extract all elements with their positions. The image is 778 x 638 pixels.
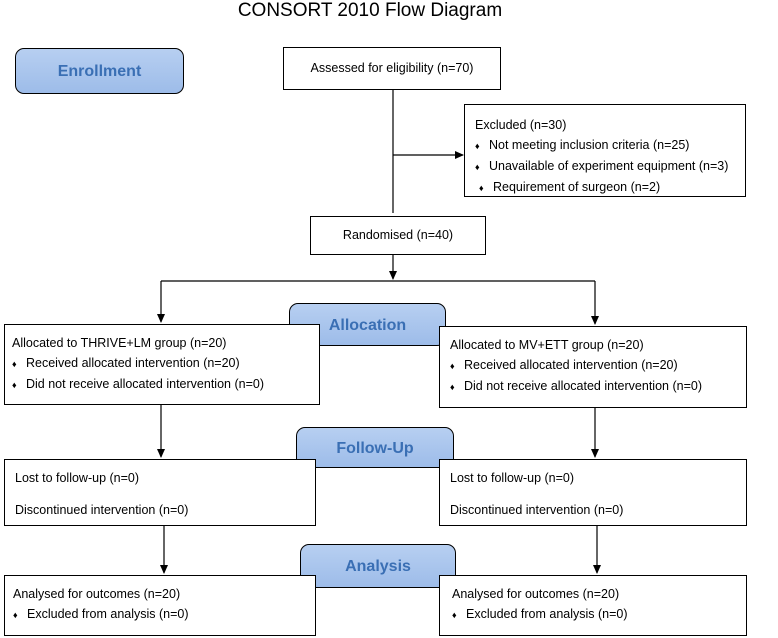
left-allocation-heading: Allocated to THRIVE+LM group (n=20): [12, 336, 227, 350]
right-discontinued: Discontinued intervention (n=0): [450, 503, 624, 517]
left-lost-to-follow-up: Lost to follow-up (n=0): [15, 471, 140, 485]
stage-allocation: Allocation: [289, 303, 446, 346]
right-analysis-item: ♦Excluded from analysis (n=0): [452, 604, 746, 625]
assessed-box: Assessed for eligibility (n=70): [283, 47, 501, 90]
stage-follow-up: Follow-Up: [296, 427, 454, 468]
left-allocation-item: ♦Did not receive allocated intervention …: [12, 374, 319, 395]
assessed-text: Assessed for eligibility (n=70): [310, 61, 474, 75]
stage-follow-up-label: Follow-Up: [336, 440, 414, 457]
right-analysis-box: Analysed for outcomes (n=20) ♦Excluded f…: [439, 575, 747, 636]
left-analysis-item: ♦Excluded from analysis (n=0): [13, 604, 315, 625]
right-allocation-item: ♦Did not receive allocated intervention …: [450, 376, 746, 397]
stage-enrollment: Enrollment: [15, 48, 184, 94]
right-allocation-box: Allocated to MV+ETT group (n=20) ♦Receiv…: [439, 326, 747, 408]
stage-analysis: Analysis: [300, 544, 456, 588]
bullet-icon: ♦: [452, 610, 457, 620]
bullet-icon: ♦: [479, 183, 484, 193]
diagram-title: CONSORT 2010 Flow Diagram: [237, 0, 503, 21]
right-allocation-item: ♦Received allocated intervention (n=20): [450, 355, 746, 376]
bullet-icon: ♦: [475, 162, 480, 172]
excluded-item: ♦Not meeting inclusion criteria (n=25): [475, 135, 745, 156]
bullet-icon: ♦: [12, 359, 17, 369]
left-analysis-box: Analysed for outcomes (n=20) ♦Excluded f…: [4, 575, 316, 636]
bullet-icon: ♦: [450, 361, 455, 371]
randomised-box: Randomised (n=40): [310, 216, 486, 255]
left-allocation-item: ♦Received allocated intervention (n=20): [12, 353, 319, 374]
right-follow-up-box: Lost to follow-up (n=0) Discontinued int…: [439, 459, 747, 526]
left-discontinued: Discontinued intervention (n=0): [15, 503, 189, 517]
stage-enrollment-label: Enrollment: [57, 63, 142, 80]
right-analysed: Analysed for outcomes (n=20): [452, 587, 620, 601]
bullet-icon: ♦: [12, 380, 17, 390]
excluded-box: Excluded (n=30) ♦Not meeting inclusion c…: [464, 104, 746, 197]
bullet-icon: ♦: [450, 382, 455, 392]
stage-allocation-label: Allocation: [328, 317, 407, 334]
excluded-item: ♦Unavailable of experiment equipment (n=…: [475, 156, 745, 177]
right-allocation-heading: Allocated to MV+ETT group (n=20): [450, 338, 644, 352]
bullet-icon: ♦: [475, 141, 480, 151]
right-lost-to-follow-up: Lost to follow-up (n=0): [450, 471, 575, 485]
excluded-heading: Excluded (n=30): [475, 118, 567, 132]
left-follow-up-box: Lost to follow-up (n=0) Discontinued int…: [4, 459, 316, 526]
stage-analysis-label: Analysis: [345, 558, 411, 575]
excluded-item: ♦Requirement of surgeon (n=2): [475, 177, 745, 198]
left-analysed: Analysed for outcomes (n=20): [13, 587, 181, 601]
bullet-icon: ♦: [13, 610, 18, 620]
left-allocation-box: Allocated to THRIVE+LM group (n=20) ♦Rec…: [4, 324, 320, 405]
randomised-text: Randomised (n=40): [342, 228, 454, 242]
